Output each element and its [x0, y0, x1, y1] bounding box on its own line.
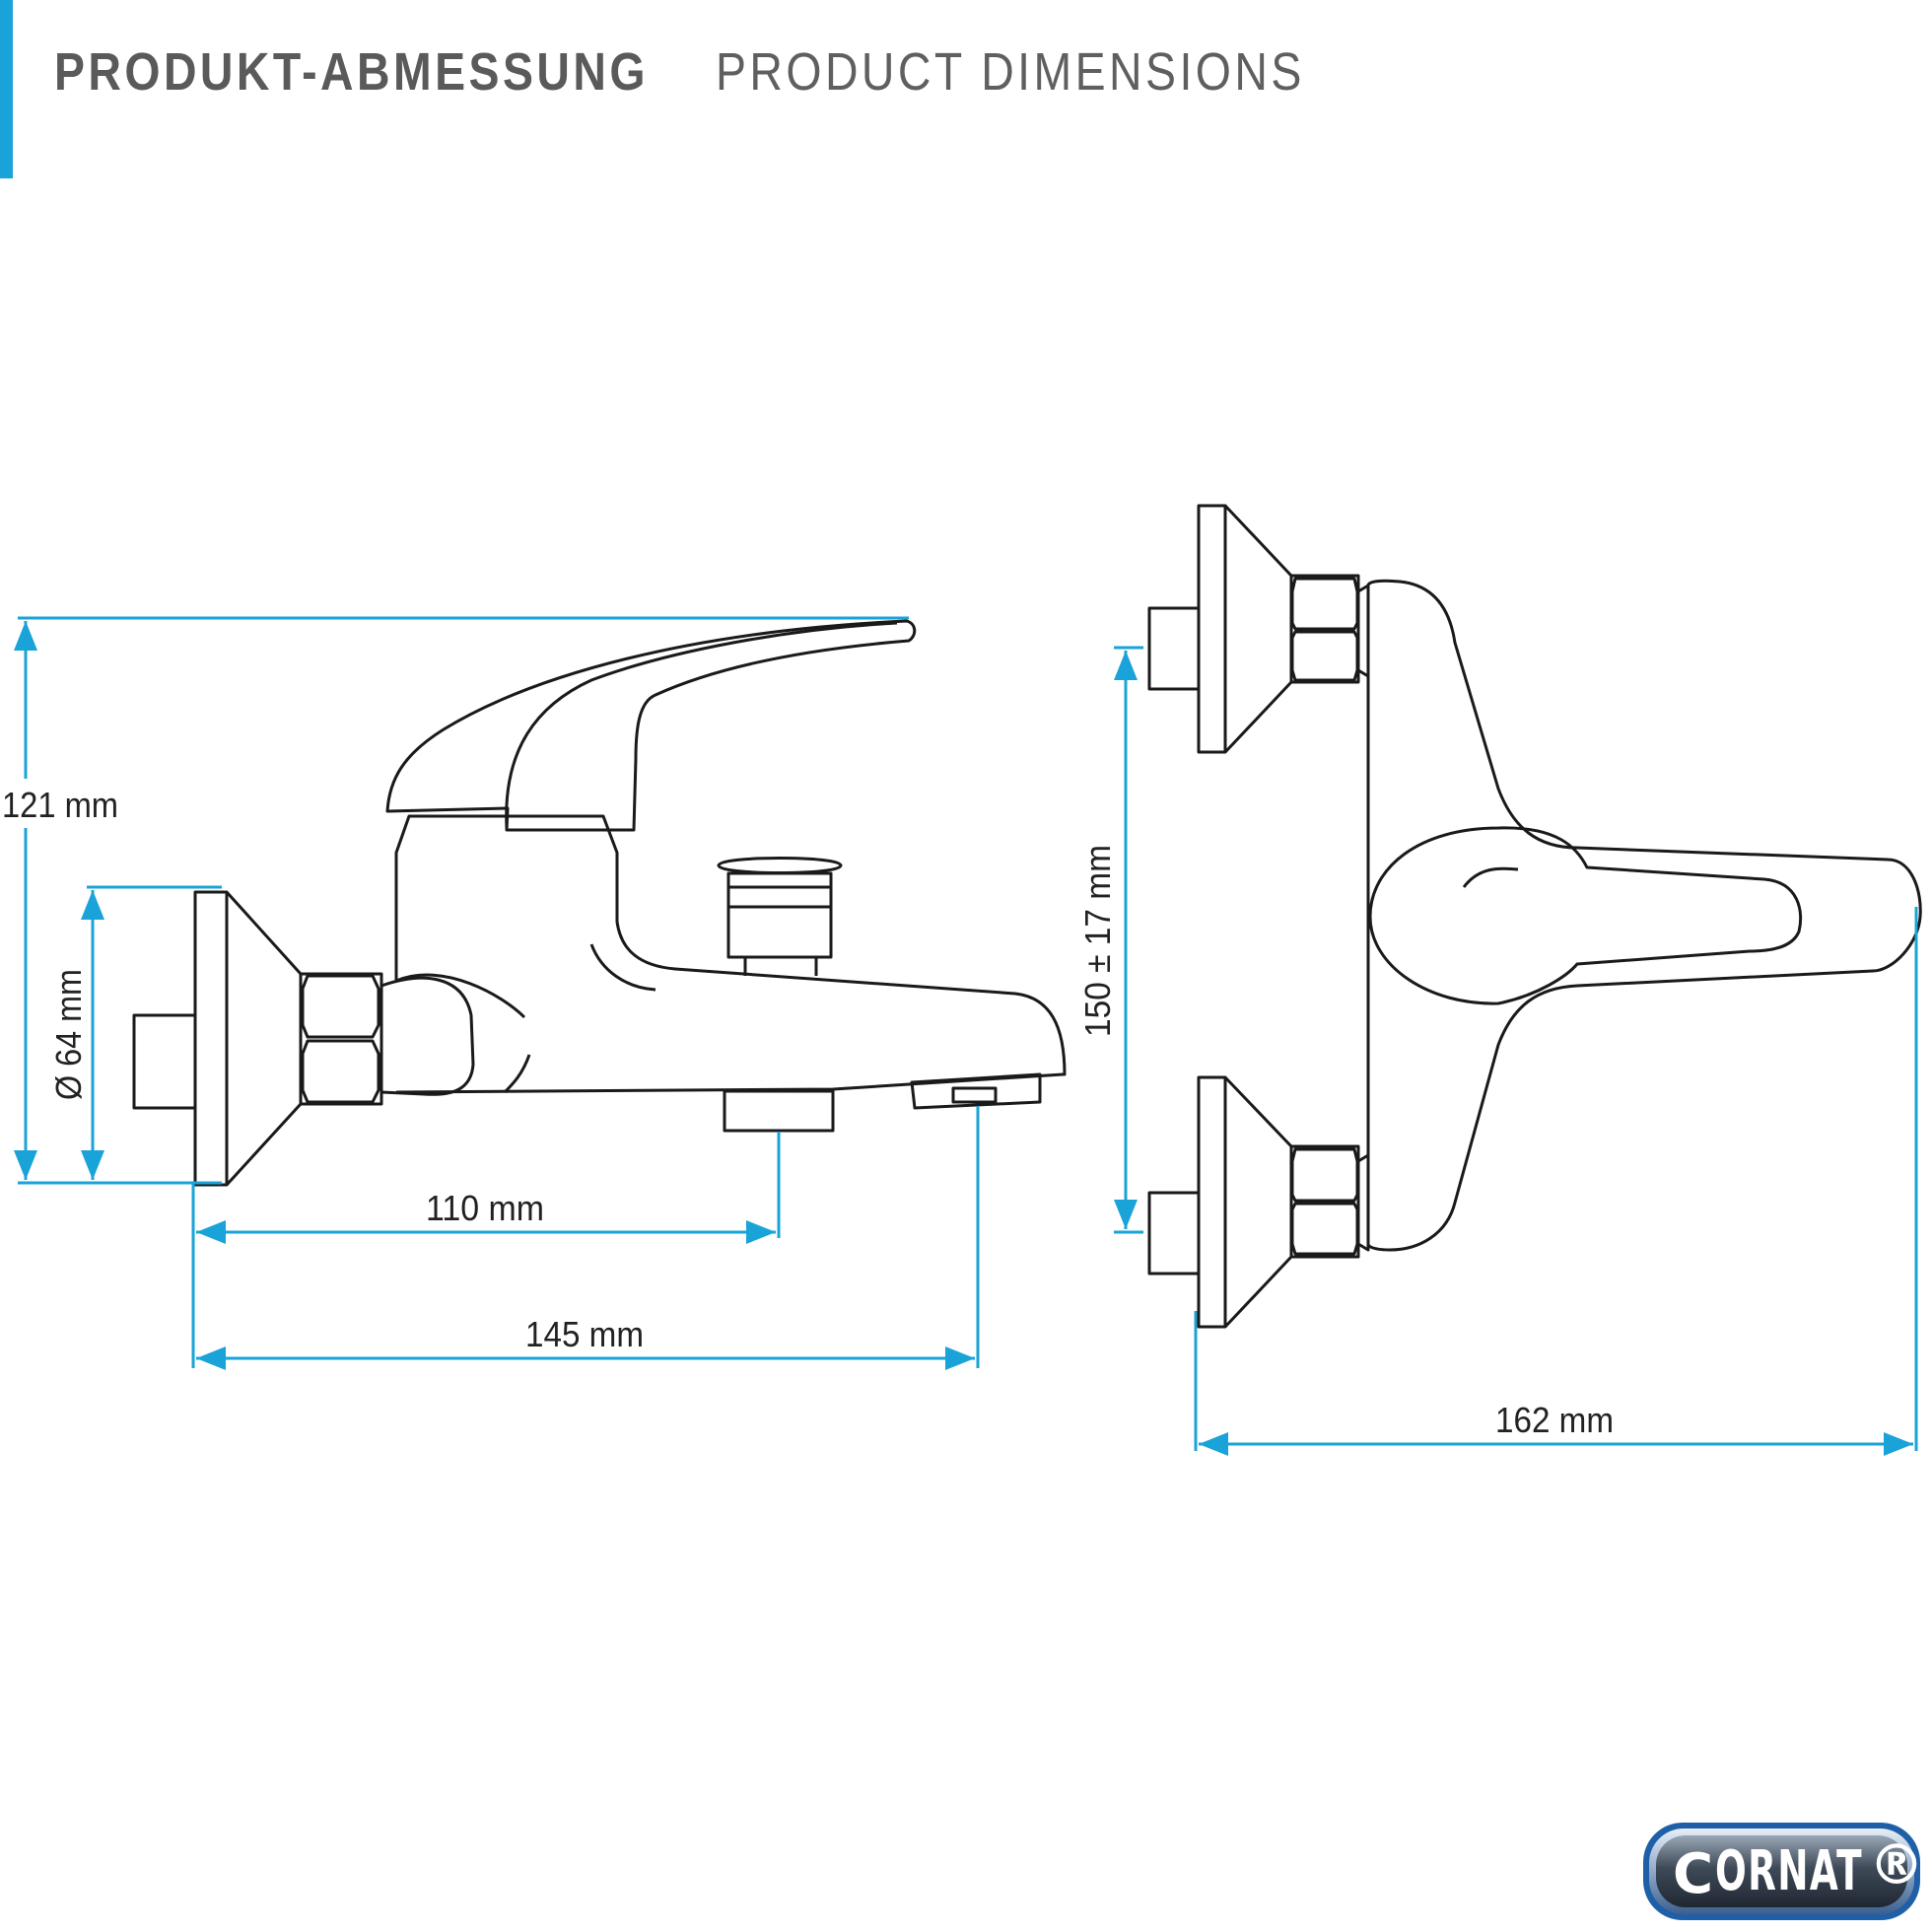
top-upper-nut: [1289, 574, 1360, 684]
title-english: PRODUCT DIMENSIONS: [716, 42, 1305, 102]
top-handle-cap: [1368, 826, 1803, 1005]
cornat-logo: C ORNAT ®: [1643, 1823, 1922, 1920]
top-valve-body: [1366, 579, 1922, 1252]
label-rosette-diameter: Ø 64 mm: [48, 969, 89, 1100]
side-hex-nut: [299, 972, 383, 1106]
label-connection-spacing: 150 ± 17 mm: [1077, 845, 1118, 1037]
logo-wordmark: ORNAT: [1715, 1839, 1863, 1903]
top-upper-stub: [1147, 606, 1201, 691]
side-wall-stub: [132, 1013, 197, 1110]
top-view-faucet: [1147, 504, 1922, 1329]
label-total-width: 162 mm: [1495, 1400, 1614, 1440]
top-lower-stub: [1147, 1191, 1201, 1276]
side-spout-tip: [910, 1072, 1042, 1110]
header-accent-bar: [0, 0, 13, 178]
side-rosette-plate: [193, 890, 229, 1187]
side-outlet: [723, 1089, 835, 1133]
side-diverter-knob: [717, 857, 843, 874]
top-view-labels: 150 ± 17 mm 162 mm: [1076, 838, 1614, 1440]
top-upper-rosette: [1197, 504, 1227, 754]
side-view-labels: 121 mm Ø 64 mm 110 mm 145 mm: [0, 779, 644, 1354]
label-depth-145: 145 mm: [525, 1314, 644, 1354]
side-view-faucet: [132, 619, 1067, 1187]
label-height-total: 121 mm: [2, 785, 118, 825]
label-depth-110: 110 mm: [426, 1188, 544, 1228]
top-lower-rosette: [1197, 1075, 1227, 1329]
logo-registered: ®: [1869, 1833, 1922, 1898]
side-rosette-cone: [225, 890, 303, 1187]
logo-first-letter: C: [1673, 1842, 1715, 1906]
top-lower-nut: [1289, 1144, 1360, 1259]
side-lever-handle: [385, 619, 917, 832]
top-view-dimensions: [1114, 646, 1918, 1456]
title-german: PRODUKT-ABMESSUNG: [54, 42, 649, 102]
side-view-dimensions: [14, 616, 980, 1370]
side-valve-body: [394, 814, 1067, 1094]
